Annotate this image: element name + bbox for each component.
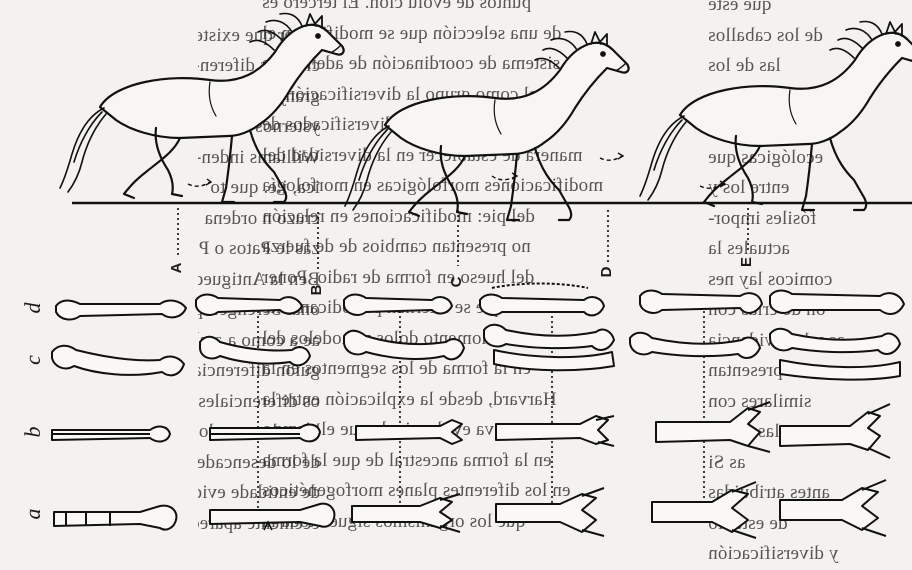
stage-label-d: D	[598, 260, 618, 284]
row-label-d: d	[20, 296, 44, 320]
reverse-text-line	[198, 539, 320, 570]
stage-label-a: A	[168, 256, 188, 280]
row-d-bones	[56, 284, 904, 320]
row-label-a: a	[20, 502, 44, 526]
row-b-bones	[52, 402, 890, 458]
row-label-c: c	[20, 348, 44, 372]
stage-label-b: B	[308, 278, 328, 302]
row-a-bones	[54, 480, 886, 538]
horse-figure-2	[345, 32, 629, 221]
reverse-text-line: y diversificación	[708, 539, 912, 570]
stage-label-c: C	[448, 270, 468, 294]
row-label-b: b	[20, 420, 44, 444]
motion-arrows	[188, 153, 725, 188]
horse-figure-1	[60, 14, 344, 203]
horse-figure-3	[640, 22, 912, 211]
row-c-bones	[52, 325, 900, 380]
stage-label-e: E	[738, 250, 758, 274]
bone-rows	[52, 284, 904, 539]
